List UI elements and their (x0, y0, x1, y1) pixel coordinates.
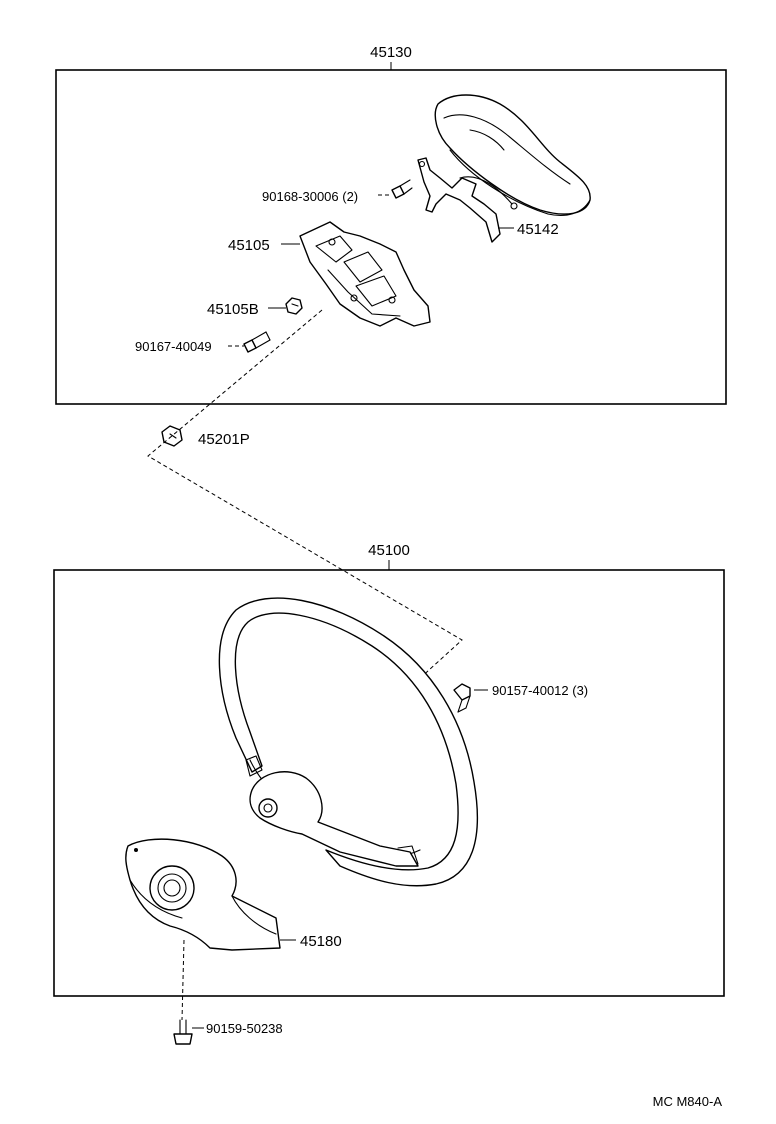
pad-wiring-label: 45142 (517, 221, 559, 238)
diagram-code: MC M840-A (653, 1094, 723, 1109)
pad-bracket (299, 221, 431, 327)
column-cover (125, 838, 281, 951)
wheel-bolt-label: 90157-40012 (3) (492, 683, 588, 698)
lower-group: 45100 90157-40012 (3) (53, 542, 725, 997)
lower-group-frame (53, 569, 725, 997)
upper-group: 45130 45142 90168-30006 (2) (55, 44, 727, 405)
bracket-nut (285, 297, 303, 315)
upper-group-frame (55, 69, 727, 405)
upper-bolt (391, 179, 413, 199)
small-bolt (243, 331, 271, 353)
pad-bracket-label: 45105 (228, 237, 270, 254)
horn-button-clip (161, 425, 183, 447)
lower-group-label: 45100 (368, 542, 410, 559)
cover-screw-dashed-line (181, 939, 185, 1021)
bracket-nut-label: 45105B (207, 301, 259, 318)
upper-group-label: 45130 (370, 44, 412, 61)
small-bolt-label: 90167-40049 (135, 339, 212, 354)
wheel-bolt (453, 683, 471, 713)
column-cover-label: 45180 (300, 933, 342, 950)
cover-screw (173, 1019, 193, 1045)
assembly-dashed-line (147, 309, 463, 681)
steering-wheel (218, 597, 479, 887)
upper-bolt-label: 90168-30006 (2) (262, 189, 358, 204)
horn-button-clip-label: 45201P (198, 431, 250, 448)
pad-wiring-harness (417, 157, 518, 243)
horn-pad-cover (434, 94, 591, 217)
cover-screw-label: 90159-50238 (206, 1021, 283, 1036)
